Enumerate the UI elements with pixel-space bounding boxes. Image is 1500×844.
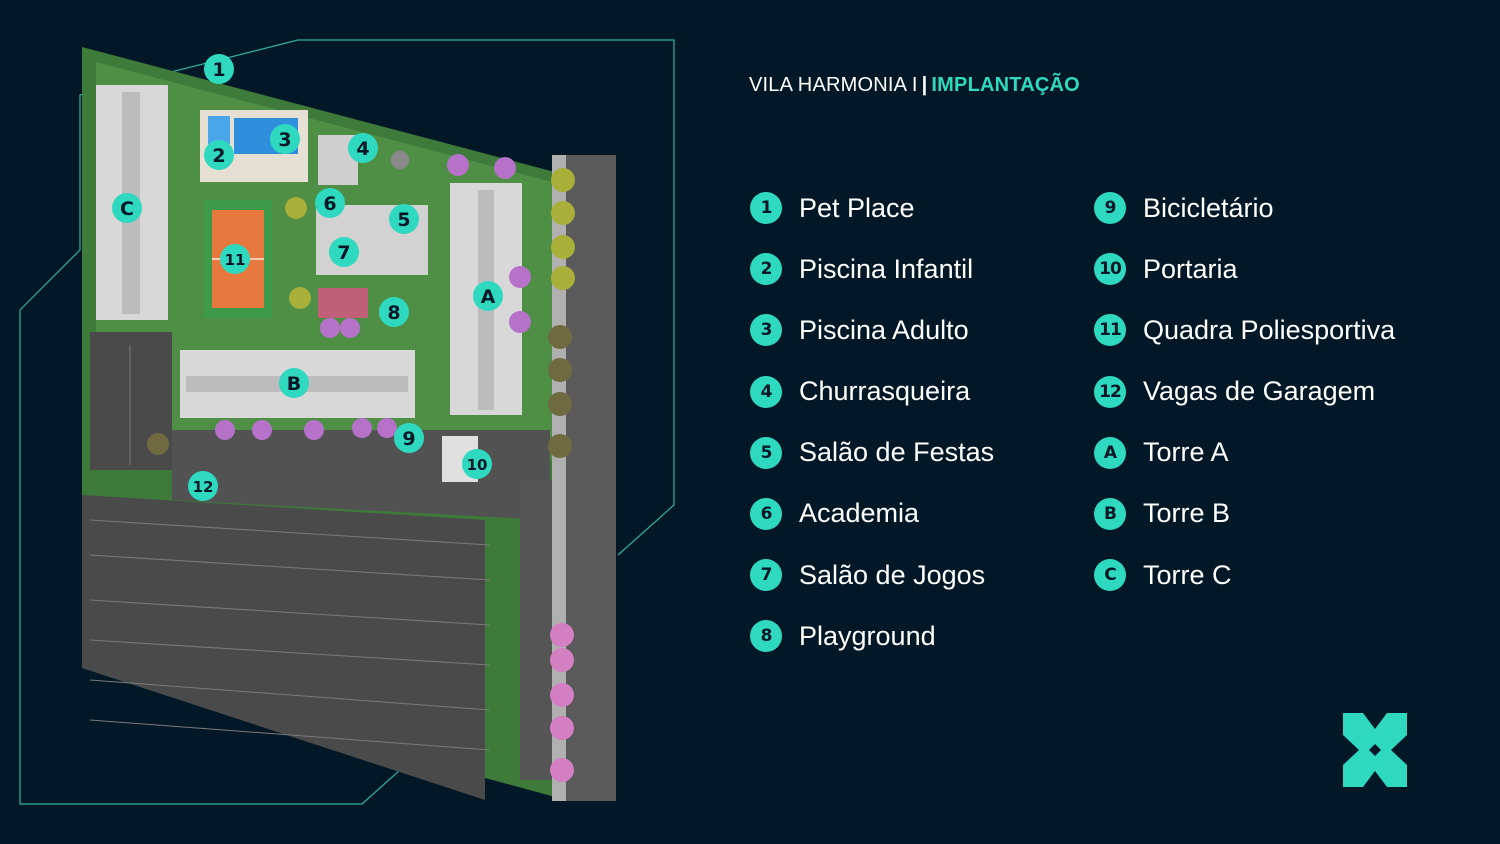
parking-lines xyxy=(89,345,491,751)
marker-9: 9 xyxy=(394,423,424,453)
svg-text:2: 2 xyxy=(212,145,225,167)
legend-item-vagas-de-garagem: 12 Vagas de Garagem xyxy=(1094,374,1395,410)
legend-badge: B xyxy=(1094,497,1126,530)
svg-text:3: 3 xyxy=(278,129,291,151)
page-title: VILA HARMONIA I|IMPLANTAÇÃO xyxy=(749,74,1080,97)
outline-frame-bottom xyxy=(19,310,421,805)
svg-text:C: C xyxy=(120,198,134,220)
legend-item-salao-de-festas: 5 Salão de Festas xyxy=(750,435,994,471)
legend-label: Academia xyxy=(799,498,920,529)
legend-column-right: 9 Bicicletário 10 Portaria 11 Quadra Polies… xyxy=(1094,190,1395,618)
legend-badge: 5 xyxy=(750,436,782,469)
legend-badge: 7 xyxy=(750,559,782,592)
playground xyxy=(318,288,368,318)
marker-6: 6 xyxy=(315,188,345,218)
legend-badge: 8 xyxy=(750,620,782,653)
legend-label: Pet Place xyxy=(799,192,915,223)
marker-c: C xyxy=(112,193,142,223)
legend-badge: 1 xyxy=(750,192,782,224)
legend-item-torre-a: A Torre A xyxy=(1094,435,1395,471)
marker-8: 8 xyxy=(379,297,409,327)
svg-text:11: 11 xyxy=(225,251,246,269)
marker-b: B xyxy=(279,368,309,398)
legend-badge: 3 xyxy=(750,314,782,347)
svg-text:7: 7 xyxy=(337,242,350,264)
marker-4: 4 xyxy=(348,133,378,163)
legend-label: Torre B xyxy=(1143,498,1231,529)
marker-11: 11 xyxy=(220,244,250,274)
trees xyxy=(147,151,575,782)
legend-badge: A xyxy=(1094,436,1126,469)
legend-item-quadra-poliesportiva: 11 Quadra Poliesportiva xyxy=(1094,312,1395,348)
legend-column-left: 1 Pet Place 2 Piscina Infantil 3 Piscina Ad… xyxy=(750,190,994,680)
legend-label: Torre A xyxy=(1143,437,1229,468)
svg-text:4: 4 xyxy=(356,138,369,160)
legend-label: Torre C xyxy=(1143,559,1232,590)
parking-strip xyxy=(520,480,552,780)
legend-item-portaria: 10 Portaria xyxy=(1094,251,1395,287)
svg-text:1: 1 xyxy=(212,59,225,81)
legend-badge: 2 xyxy=(750,253,782,286)
legend-item-piscina-adulto: 3 Piscina Adulto xyxy=(750,312,994,348)
title-separator: | xyxy=(921,74,928,96)
legend-label: Salão de Jogos xyxy=(799,559,986,590)
marker-1: 1 xyxy=(204,54,234,84)
legend-badge: 9 xyxy=(1094,192,1126,224)
legend-badge: 12 xyxy=(1094,375,1126,408)
x-logo-icon xyxy=(1343,713,1407,787)
kids-pool xyxy=(208,116,230,144)
marker-3: 3 xyxy=(270,124,300,154)
legend-item-pet-place: 1 Pet Place xyxy=(750,190,994,226)
legend-badge: 6 xyxy=(750,497,782,530)
marker-10: 10 xyxy=(462,449,492,479)
legend-label: Churrasqueira xyxy=(799,376,971,407)
legend-badge: C xyxy=(1094,559,1126,592)
legend-label: Piscina Adulto xyxy=(799,314,969,345)
svg-text:12: 12 xyxy=(193,478,214,496)
legend-item-academia: 6 Academia xyxy=(750,496,994,532)
svg-text:6: 6 xyxy=(323,193,336,215)
legend-label: Vagas de Garagem xyxy=(1143,376,1376,407)
svg-text:8: 8 xyxy=(387,302,400,324)
marker-12: 12 xyxy=(188,471,218,501)
outline-frame-top xyxy=(19,39,675,556)
svg-text:5: 5 xyxy=(397,209,410,231)
legend-item-torre-b: B Torre B xyxy=(1094,496,1395,532)
legend-label: Bicicletário xyxy=(1143,192,1274,223)
section-name: IMPLANTAÇÃO xyxy=(931,74,1080,96)
legend-label: Portaria xyxy=(1143,253,1238,284)
svg-text:10: 10 xyxy=(467,456,488,474)
legend-label: Piscina Infantil xyxy=(799,253,974,284)
project-name: VILA HARMONIA I xyxy=(749,74,918,96)
legend-label: Quadra Poliesportiva xyxy=(1143,314,1396,345)
road xyxy=(566,155,616,801)
legend-label: Salão de Festas xyxy=(799,437,995,468)
legend-item-bicicletario: 9 Bicicletário xyxy=(1094,190,1395,226)
legend-label: Playground xyxy=(799,620,936,651)
marker-a: A xyxy=(473,281,503,311)
svg-text:9: 9 xyxy=(402,428,415,450)
site-plan: 1 2 3 4 5 6 7 8 9 10 11 12 A B C xyxy=(19,39,675,805)
legend-item-playground: 8 Playground xyxy=(750,618,994,654)
marker-2: 2 xyxy=(204,140,234,170)
svg-text:A: A xyxy=(481,286,496,308)
legend-item-torre-c: C Torre C xyxy=(1094,557,1395,593)
svg-text:B: B xyxy=(287,373,301,395)
legend-badge: 11 xyxy=(1094,314,1126,347)
legend-item-piscina-infantil: 2 Piscina Infantil xyxy=(750,251,994,287)
marker-7: 7 xyxy=(329,237,359,267)
legend-badge: 4 xyxy=(750,375,782,408)
legend-badge: 10 xyxy=(1094,253,1126,286)
legend-item-salao-de-jogos: 7 Salão de Jogos xyxy=(750,557,994,593)
marker-5: 5 xyxy=(389,204,419,234)
legend-item-churrasqueira: 4 Churrasqueira xyxy=(750,374,994,410)
parking-main xyxy=(82,495,485,800)
